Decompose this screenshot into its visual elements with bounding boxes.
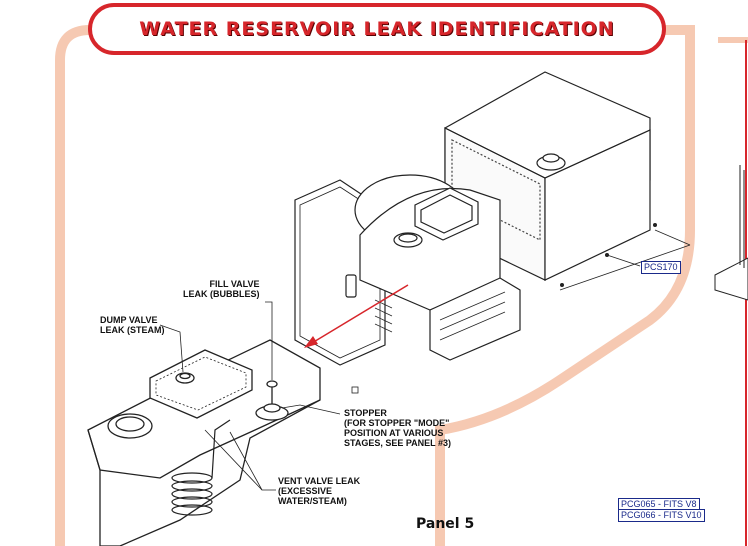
part-label-pcs170: PCS170	[641, 261, 681, 274]
panel-label: Panel 5	[416, 516, 475, 532]
reservoir-removal-arrow	[304, 284, 409, 348]
vent-valve-callout: VENT VALVE LEAK (EXCESSIVE WATER/STEAM)	[278, 476, 361, 506]
page-title: WATER RESERVOIR LEAK IDENTIFICATION	[139, 18, 615, 40]
part-label-pcg066: PCG066 - FITS V10	[618, 509, 705, 522]
machine-body	[294, 174, 521, 366]
cabinet-box	[444, 71, 651, 281]
dump-valve-callout: DUMP VALVE LEAK (STEAM)	[100, 315, 165, 335]
marker-square	[351, 386, 359, 394]
title-banner: WATER RESERVOIR LEAK IDENTIFICATION	[88, 3, 666, 55]
panel-frame	[55, 25, 695, 546]
fill-valve-callout: FILL VALVE LEAK (BUBBLES)	[183, 279, 260, 299]
adjacent-panel-drawing	[714, 165, 748, 301]
vent-coil	[171, 419, 231, 516]
water-reservoir	[87, 339, 321, 546]
callout-leaders	[159, 301, 341, 491]
stopper-callout: STOPPER (FOR STOPPER "MODE" POSITION AT …	[344, 408, 452, 448]
